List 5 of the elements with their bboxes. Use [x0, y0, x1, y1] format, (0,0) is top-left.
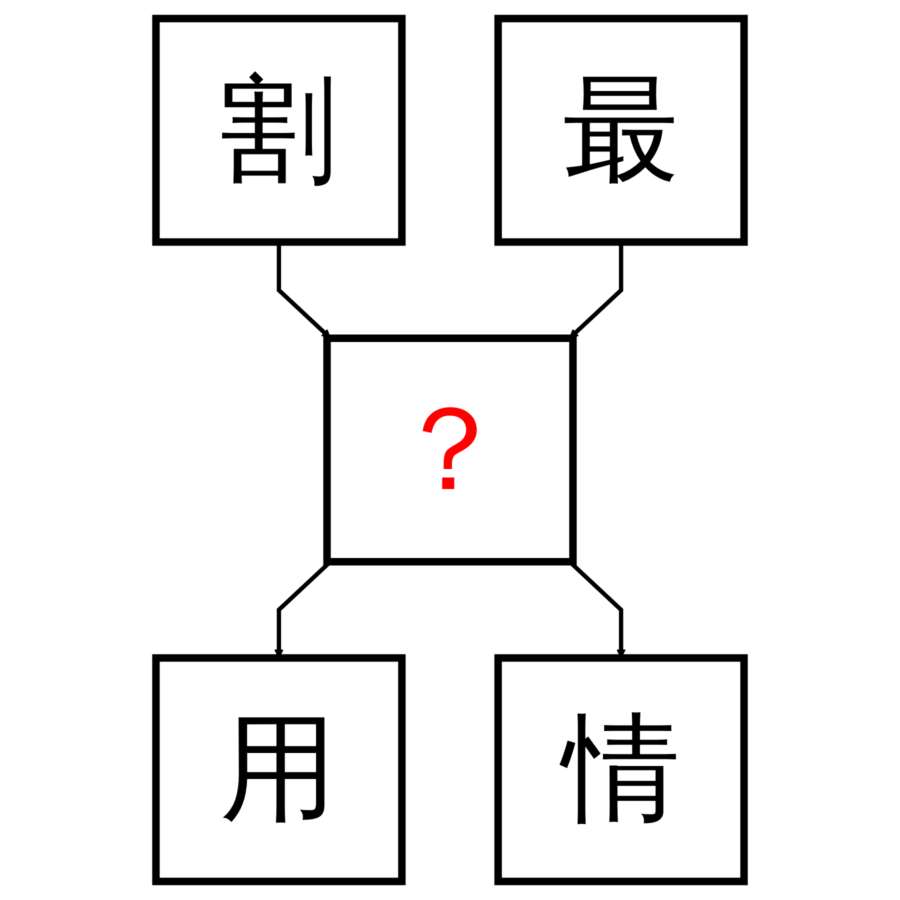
node-box: 最 — [494, 14, 748, 246]
node-box: 割 — [152, 14, 406, 246]
node-box: 情 — [494, 654, 748, 886]
node-box: ？ — [323, 334, 577, 566]
node-box: 用 — [152, 654, 406, 886]
